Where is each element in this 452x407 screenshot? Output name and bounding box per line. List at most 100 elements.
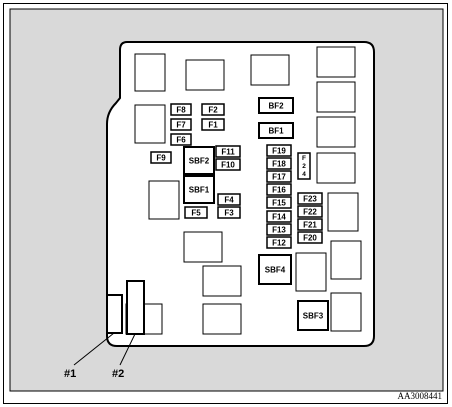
relay-block <box>134 104 166 144</box>
fuse-sbf1: SBF1 <box>183 175 215 204</box>
fuse-f17: F17 <box>266 170 292 183</box>
fuse-f20-label: F20 <box>303 234 317 243</box>
fuse-f12-label: F12 <box>272 239 286 248</box>
fuse-f13-label: F13 <box>272 226 286 235</box>
fuse-f19-label: F19 <box>272 147 286 156</box>
fuse-f21-body <box>297 218 323 231</box>
fuse-sbf3: SBF3 <box>297 300 329 331</box>
fuse-f22-body <box>297 205 323 218</box>
fuse-f23-body <box>297 192 323 205</box>
fuse-f18: F18 <box>266 157 292 170</box>
fuse-f12: F12 <box>266 236 292 249</box>
fuse-f9-body <box>150 151 172 164</box>
fuse-f20: F20 <box>297 231 323 244</box>
fuse-sbf4-label: SBF4 <box>265 266 286 275</box>
fuse-f1-body <box>201 118 225 131</box>
reference-code: AA3008441 <box>398 391 443 401</box>
fuse-f23: F23 <box>297 192 323 205</box>
fuse-f9-label: F9 <box>156 154 166 163</box>
relay-blocks <box>125 46 362 335</box>
fuse-f15-label: F15 <box>272 199 286 208</box>
fuse-f18-label: F18 <box>272 160 286 169</box>
fuse-f6-label: F6 <box>176 136 186 145</box>
fuse-f19: F19 <box>266 144 292 157</box>
fuse-f24-body <box>297 152 311 180</box>
fuse-f16: F16 <box>266 183 292 196</box>
fuse-f12-body <box>266 236 292 249</box>
fuse-bf2: BF2 <box>258 97 294 114</box>
fuse-f23-label: F23 <box>303 195 317 204</box>
fuse-f1: F1 <box>201 118 225 131</box>
fuse-sbf3-label: SBF3 <box>303 312 324 321</box>
relay-block <box>330 292 362 332</box>
callout-1-label: #1 <box>64 368 76 380</box>
fuse-f15-body <box>266 196 292 209</box>
callout-1-leader <box>73 332 115 366</box>
callout-2-leader <box>119 333 136 366</box>
fuse-f13: F13 <box>266 223 292 236</box>
fuse-bf1-label: BF1 <box>268 127 284 136</box>
fuse-f5-body <box>184 206 208 219</box>
fuse-f22-label: F22 <box>303 208 317 217</box>
fuse-f8-body <box>170 103 192 116</box>
fuse-sbf2: SBF2 <box>183 146 215 175</box>
fuse-f15: F15 <box>266 196 292 209</box>
relay-block <box>202 265 242 297</box>
relay-block <box>316 116 356 148</box>
fuse-f24-char-2: 2 <box>302 163 306 170</box>
fuse-sbf2-body <box>183 146 215 175</box>
fuse-f21-label: F21 <box>303 221 317 230</box>
fuse-sbf3-body <box>297 300 329 331</box>
component-2 <box>126 280 145 335</box>
fuse-f11-label: F11 <box>221 148 235 157</box>
fuse-f9: F9 <box>150 151 172 164</box>
fuse-f17-label: F17 <box>272 173 286 182</box>
relay-block <box>316 81 356 113</box>
fuse-f20-body <box>297 231 323 244</box>
fuse-f18-body <box>266 157 292 170</box>
fuse-f19-body <box>266 144 292 157</box>
fuse-f24: F 2 4 <box>297 152 311 180</box>
relay-block <box>316 46 356 78</box>
fuse-f14-label: F14 <box>272 213 286 222</box>
fuse-f10: F10 <box>215 158 241 171</box>
fuse-f7-label: F7 <box>176 121 186 130</box>
fuse-f4: F4 <box>217 193 241 206</box>
fuse-f5: F5 <box>184 206 208 219</box>
fuse-f2-body <box>201 103 225 116</box>
relay-block <box>185 59 225 91</box>
fuse-f8-label: F8 <box>176 106 186 115</box>
fuse-f5-label: F5 <box>191 209 201 218</box>
relay-block <box>183 231 223 263</box>
fuse-f7-body <box>170 118 192 131</box>
fuse-f24-char-1: F <box>302 155 306 162</box>
relay-block <box>134 53 166 92</box>
fuse-f6-body <box>170 133 192 146</box>
fuse-bf1: BF1 <box>258 122 294 139</box>
fuse-f16-label: F16 <box>272 186 286 195</box>
relay-block <box>327 192 359 232</box>
relay-block <box>316 152 356 184</box>
relay-block <box>330 240 362 280</box>
fuse-sbf4-body <box>258 254 292 285</box>
relay-block <box>148 180 180 220</box>
fuse-sbf1-body <box>183 175 215 204</box>
fuse-f10-label: F10 <box>221 161 235 170</box>
fuse-sbf2-label: SBF2 <box>189 157 210 166</box>
fuse-f4-body <box>217 193 241 206</box>
fuse-f2-label: F2 <box>208 106 218 115</box>
fuse-f2: F2 <box>201 103 225 116</box>
fuse-f21: F21 <box>297 218 323 231</box>
fuse-f3: F3 <box>217 206 241 219</box>
fuse-f1-label: F1 <box>208 121 218 130</box>
fuse-bf2-body <box>258 97 294 114</box>
fuse-f16-body <box>266 183 292 196</box>
fuse-f6: F6 <box>170 133 192 146</box>
fuse-f4-label: F4 <box>224 196 234 205</box>
fuse-f24-char-3: 4 <box>302 171 306 178</box>
component-1 <box>106 294 123 334</box>
fuse-f17-body <box>266 170 292 183</box>
fuse-f13-body <box>266 223 292 236</box>
